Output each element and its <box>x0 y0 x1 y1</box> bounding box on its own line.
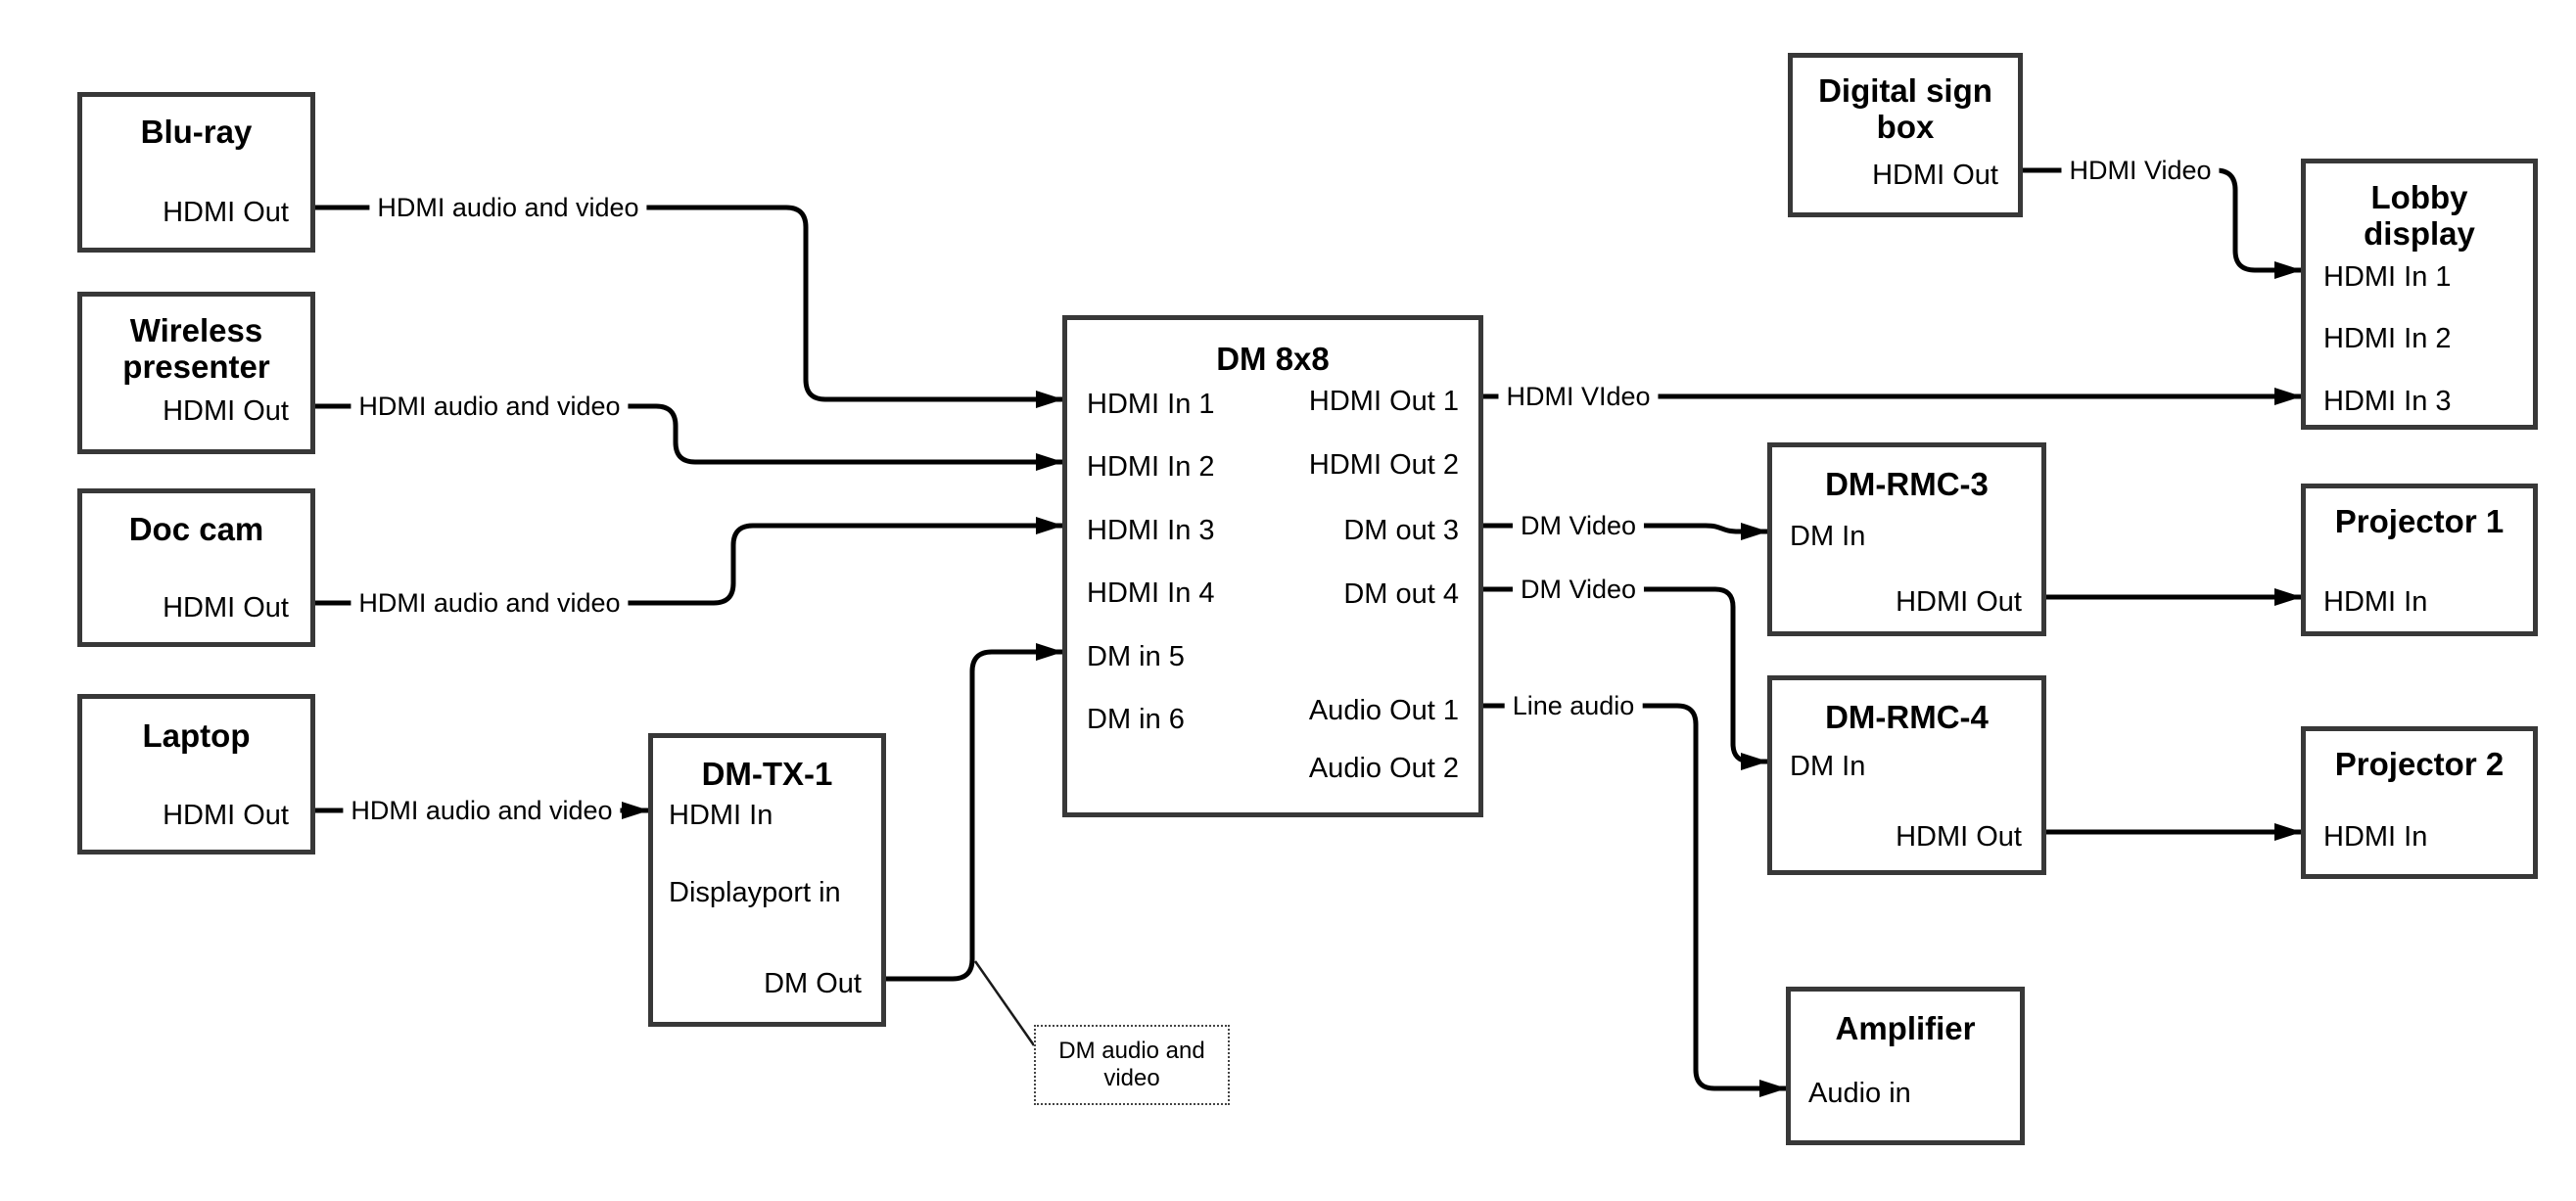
port-hdmi-in: HDMI In <box>2323 821 2428 853</box>
port-hdmi-in: HDMI In <box>669 800 773 831</box>
callout-leader-line <box>973 960 1036 1046</box>
node-amplifier[interactable]: Amplifier Audio in <box>1786 987 2025 1145</box>
connector-dmtx1-to-dm8x8-dm-in-5 <box>886 643 1063 982</box>
node-title: Wireless presenter <box>122 312 270 385</box>
node-lobby-display[interactable]: Lobby display HDMI In 1 HDMI In 2 HDMI I… <box>2301 159 2538 430</box>
node-title: DM-RMC-4 <box>1825 699 1989 735</box>
port-dm-in: DM In <box>1790 751 1866 782</box>
connection-label-dm-video-out4: DM Video <box>1512 574 1645 605</box>
connector-digisign-to-lobby-hdmi-in-1 <box>2023 167 2302 279</box>
node-projector-1[interactable]: Projector 1 HDMI In <box>2301 484 2538 636</box>
connection-label-hdmi-video-out1: HDMI VIdeo <box>1498 381 1659 412</box>
port-hdmi-out-2: HDMI Out 2 <box>1308 449 1459 481</box>
connection-label-doccam: HDMI audio and video <box>351 587 629 619</box>
port-dm-out-3: DM out 3 <box>1343 515 1459 546</box>
port-hdmi-out: HDMI Out <box>163 395 289 427</box>
connection-label-laptop: HDMI audio and video <box>343 795 621 826</box>
node-title: Blu-ray <box>140 114 253 150</box>
node-title: Doc cam <box>128 511 264 547</box>
node-blu-ray[interactable]: Blu-ray HDMI Out <box>77 92 315 253</box>
port-hdmi-in-2: HDMI In 2 <box>2323 323 2452 354</box>
connector-wireless-to-dm8x8-hdmi-in-2 <box>315 403 1063 471</box>
port-hdmi-in-1: HDMI In 1 <box>1087 389 1215 420</box>
node-dm-tx-1[interactable]: DM-TX-1 HDMI In Displayport in DM Out <box>648 733 886 1027</box>
node-title: Lobby display <box>2364 179 2475 252</box>
node-doc-cam[interactable]: Doc cam HDMI Out <box>77 488 315 647</box>
node-projector-2[interactable]: Projector 2 HDMI In <box>2301 726 2538 879</box>
node-laptop[interactable]: Laptop HDMI Out <box>77 694 315 855</box>
port-dm-in: DM In <box>1790 521 1866 552</box>
port-displayport-in: Displayport in <box>669 877 841 908</box>
port-hdmi-in-1: HDMI In 1 <box>2323 261 2452 293</box>
connector-dm8x8-dm-out-3-to-dmrmc3-dm-in <box>1483 523 1768 540</box>
port-hdmi-in-3: HDMI In 3 <box>1087 515 1215 546</box>
connection-label-hdmi-video-digisign: HDMI Video <box>2061 155 2220 186</box>
node-title: DM-TX-1 <box>701 756 833 792</box>
connector-bluray-to-dm8x8-hdmi-in-1 <box>315 205 1063 408</box>
callout-dm-audio-and-video: DM audio and video <box>1034 1025 1230 1105</box>
port-hdmi-out: HDMI Out <box>1872 160 1998 191</box>
port-dm-out-4: DM out 4 <box>1343 578 1459 610</box>
connection-label-wireless: HDMI audio and video <box>351 391 629 422</box>
node-title: Laptop <box>142 717 251 754</box>
port-hdmi-out: HDMI Out <box>163 197 289 228</box>
node-dm-8x8[interactable]: DM 8x8 HDMI In 1 HDMI In 2 HDMI In 3 HDM… <box>1062 315 1483 817</box>
node-title: Projector 2 <box>2334 746 2505 782</box>
port-hdmi-in-4: HDMI In 4 <box>1087 577 1215 609</box>
port-hdmi-out: HDMI Out <box>1896 821 2022 853</box>
port-dm-out: DM Out <box>764 968 862 999</box>
node-title: DM-RMC-3 <box>1825 466 1989 502</box>
node-title: DM 8x8 <box>1216 341 1330 377</box>
connection-label-bluray: HDMI audio and video <box>369 192 647 223</box>
node-dm-rmc-3[interactable]: DM-RMC-3 DM In HDMI Out <box>1767 442 2046 636</box>
port-dm-in-5: DM in 5 <box>1087 641 1185 672</box>
node-dm-rmc-4[interactable]: DM-RMC-4 DM In HDMI Out <box>1767 675 2046 875</box>
node-wireless-presenter[interactable]: Wireless presenter HDMI Out <box>77 292 315 454</box>
connection-label-line-audio: Line audio <box>1504 690 1643 721</box>
connection-label-dm-video-out3: DM Video <box>1512 510 1645 541</box>
port-audio-out-1: Audio Out 1 <box>1308 695 1459 726</box>
node-title: Amplifier <box>1835 1010 1976 1046</box>
connector-dm8x8-audio-out-1-to-amplifier-audio-in <box>1483 703 1787 1097</box>
port-hdmi-out-1: HDMI Out 1 <box>1308 386 1459 417</box>
node-title: Digital sign box <box>1818 72 1992 145</box>
port-hdmi-in-3: HDMI In 3 <box>2323 386 2452 417</box>
port-audio-out-2: Audio Out 2 <box>1308 753 1459 784</box>
connector-dm8x8-dm-out-4-to-dmrmc4-dm-in <box>1483 586 1768 770</box>
port-hdmi-in: HDMI In <box>2323 586 2428 618</box>
port-audio-in: Audio in <box>1808 1078 1911 1109</box>
connector-doccam-to-dm8x8-hdmi-in-3 <box>315 517 1063 606</box>
port-dm-in-6: DM in 6 <box>1087 704 1185 735</box>
port-hdmi-out: HDMI Out <box>1896 586 2022 618</box>
node-title: Projector 1 <box>2334 503 2505 539</box>
port-hdmi-out: HDMI Out <box>163 800 289 831</box>
node-digital-sign-box[interactable]: Digital sign box HDMI Out <box>1788 53 2023 217</box>
port-hdmi-in-2: HDMI In 2 <box>1087 451 1215 483</box>
port-hdmi-out: HDMI Out <box>163 592 289 624</box>
